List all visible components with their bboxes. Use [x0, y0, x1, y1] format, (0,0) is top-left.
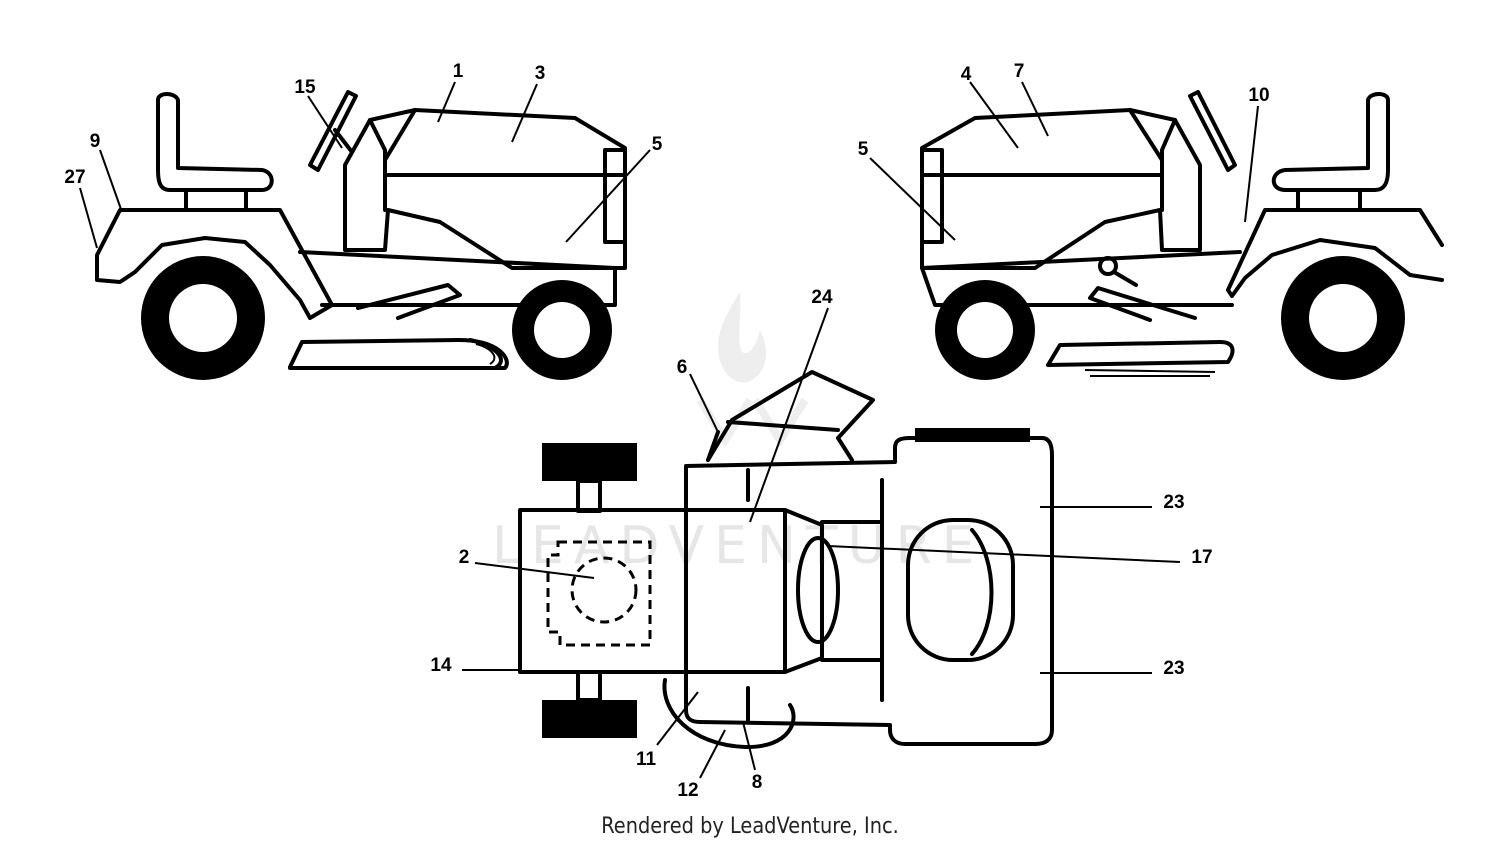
tractor-left-view — [95, 90, 627, 380]
callout-17: 17 — [1191, 547, 1212, 568]
tractor-top-view — [518, 370, 1054, 750]
callout-24: 24 — [811, 287, 833, 308]
callout-27: 27 — [64, 167, 85, 188]
callout-8: 8 — [752, 772, 763, 793]
callout-15: 15 — [294, 77, 316, 98]
callout-11: 11 — [636, 749, 657, 770]
rear-wheel-top — [542, 443, 637, 481]
callout-6: 6 — [677, 357, 688, 378]
callout-10: 10 — [1248, 85, 1269, 106]
callout-9: 9 — [90, 131, 101, 152]
tractor-right-view — [920, 90, 1444, 380]
callout-23-bottom: 23 — [1163, 658, 1184, 679]
credit-text: Rendered by LeadVenture, Inc. — [601, 814, 899, 839]
watermark-text: LEADVENTURE — [492, 516, 985, 576]
leader-lines — [79, 81, 1259, 779]
callout-7: 7 — [1014, 61, 1025, 82]
watermark: LEADVENTURE — [492, 292, 985, 576]
rear-wheel-top — [542, 700, 637, 738]
callout-23-top: 23 — [1163, 492, 1184, 513]
callout-12: 12 — [677, 780, 698, 801]
callout-14: 14 — [430, 655, 452, 676]
callout-5-left: 5 — [652, 134, 663, 155]
callout-labels: 1 3 5 15 9 27 4 7 5 10 24 6 23 17 23 2 1… — [64, 61, 1269, 801]
callout-5-right: 5 — [858, 139, 869, 160]
callout-2: 2 — [459, 547, 470, 568]
callout-3: 3 — [535, 63, 546, 84]
callout-4: 4 — [961, 64, 972, 85]
watermark-flame-icon — [718, 292, 767, 383]
callout-1: 1 — [453, 61, 464, 82]
